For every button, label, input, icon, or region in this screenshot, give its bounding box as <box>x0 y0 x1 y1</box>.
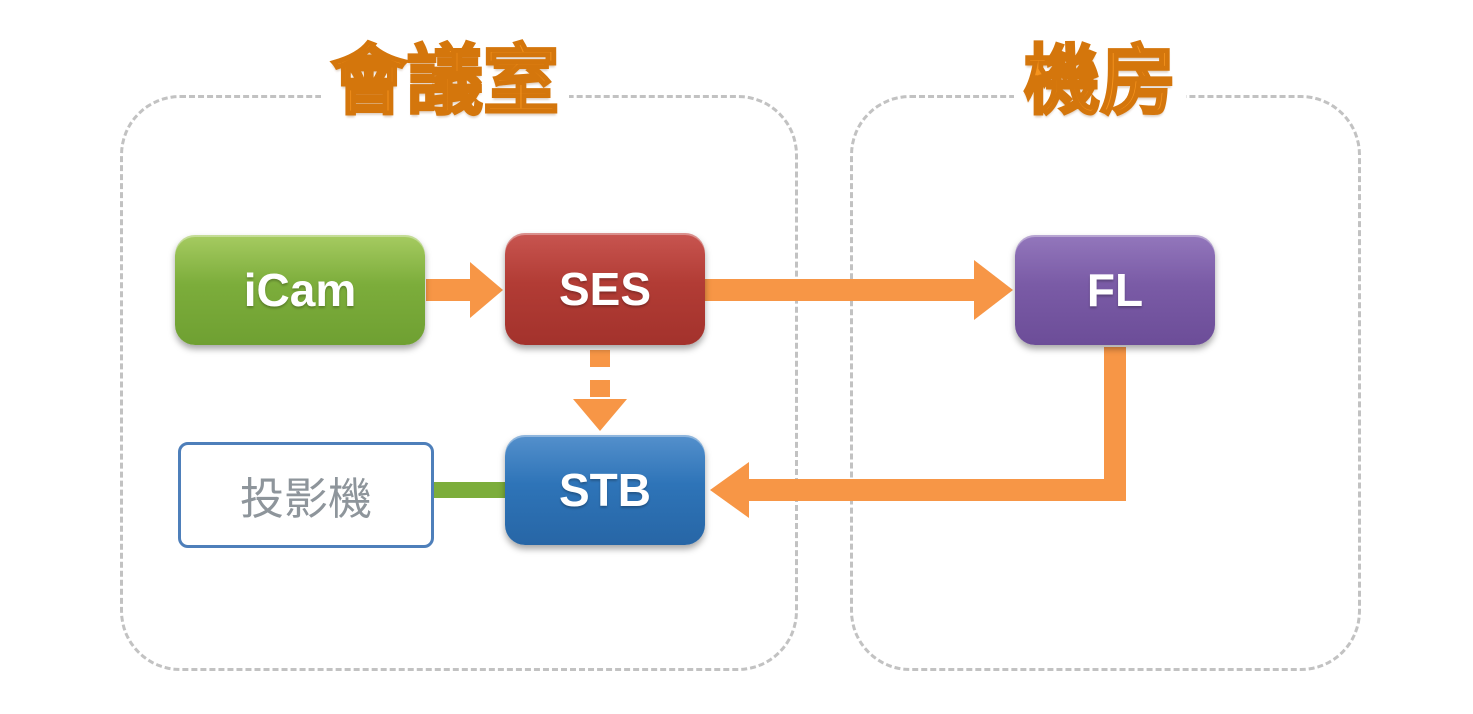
line-projector-to-stb <box>426 482 509 498</box>
arrow-ses-to-fl <box>703 260 1013 320</box>
arrow-fl-to-stb <box>710 347 1126 518</box>
node-stb: STB <box>505 435 705 545</box>
node-fl: FL <box>1015 235 1215 345</box>
arrow-ses-to-stb-dashed <box>573 350 627 431</box>
node-ses: SES <box>505 233 705 345</box>
node-ses-label: SES <box>558 263 652 315</box>
node-fl-label: FL <box>1086 264 1144 316</box>
region-title-server-room: 機房 <box>1014 38 1186 126</box>
node-icam-label: iCam <box>243 264 357 316</box>
arrow-icam-to-ses <box>426 262 503 318</box>
node-stb-label: STB <box>559 464 651 516</box>
node-projector: 投影機 <box>178 442 434 548</box>
node-projector-label: 投影機 <box>240 475 372 524</box>
node-icam: iCam <box>175 235 425 345</box>
region-title-meeting-room: 會議室 <box>321 38 569 126</box>
